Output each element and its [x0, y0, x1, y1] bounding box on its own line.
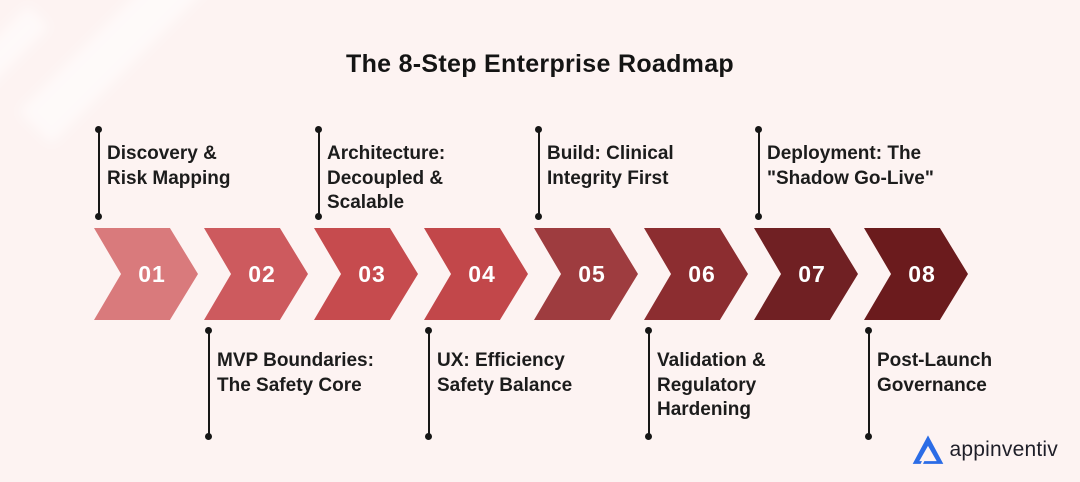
connector-dot-bottom: [425, 433, 432, 440]
connector-dot-bottom: [645, 433, 652, 440]
step-connector-line: [645, 327, 652, 440]
step-label: Deployment: The "Shadow Go-Live": [767, 143, 934, 189]
step-connector-line: [425, 327, 432, 440]
step-connector-line: [95, 126, 102, 220]
step-label: UX: Efficiency Safety Balance: [437, 350, 573, 396]
connector-dot-bottom: [205, 433, 212, 440]
step-connector-line: [535, 126, 542, 220]
logo-triangle: [912, 435, 943, 464]
background-streak: [0, 5, 50, 155]
connector-line: [97, 129, 100, 217]
step-chevron: 07: [754, 228, 858, 320]
connector-line: [647, 330, 650, 437]
step-label: Discovery & Risk Mapping: [107, 143, 231, 189]
step-number: 04: [468, 260, 496, 287]
step-number: 08: [908, 260, 936, 287]
brand-name: appinventiv: [949, 438, 1058, 461]
step-chevron: 06: [644, 228, 748, 320]
connector-line: [427, 330, 430, 437]
step-number: 06: [688, 260, 716, 287]
step-chevron: 04: [424, 228, 528, 320]
step-number: 01: [138, 260, 166, 287]
step-connector-line: [205, 327, 212, 440]
step-number: 03: [358, 260, 386, 287]
logo-notch: [919, 454, 928, 466]
connector-dot-bottom: [95, 213, 102, 220]
connector-line: [317, 129, 320, 217]
step-chevron: 02: [204, 228, 308, 320]
step-label: Validation & Regulatory Hardening: [657, 350, 766, 420]
step-label: MVP Boundaries: The Safety Core: [217, 350, 374, 396]
step-connector-line: [755, 126, 762, 220]
step-label: Architecture: Decoupled & Scalable: [327, 143, 446, 213]
page-title: The 8-Step Enterprise Roadmap: [346, 50, 734, 78]
step-chevron: 03: [314, 228, 418, 320]
step-chevron: 05: [534, 228, 638, 320]
brand-logo: appinventiv: [911, 434, 1058, 466]
step-label: Build: Clinical Integrity First: [547, 143, 674, 189]
step-connector-line: [315, 126, 322, 220]
connector-dot-bottom: [315, 213, 322, 220]
step-number: 07: [798, 260, 826, 287]
step-chevron: 08: [864, 228, 968, 320]
appinventiv-logo-icon: [912, 435, 943, 466]
connector-line: [757, 129, 760, 217]
connector-dot-bottom: [755, 213, 762, 220]
connector-line: [867, 330, 870, 437]
connector-dot-bottom: [865, 433, 872, 440]
step-chevron: 01: [94, 228, 198, 320]
step-number: 05: [578, 260, 606, 287]
connector-dot-bottom: [535, 213, 542, 220]
step-number: 02: [248, 260, 276, 287]
connector-line: [207, 330, 210, 437]
step-connector-line: [865, 327, 872, 440]
connector-line: [537, 129, 540, 217]
step-label: Post-Launch Governance: [877, 350, 993, 396]
